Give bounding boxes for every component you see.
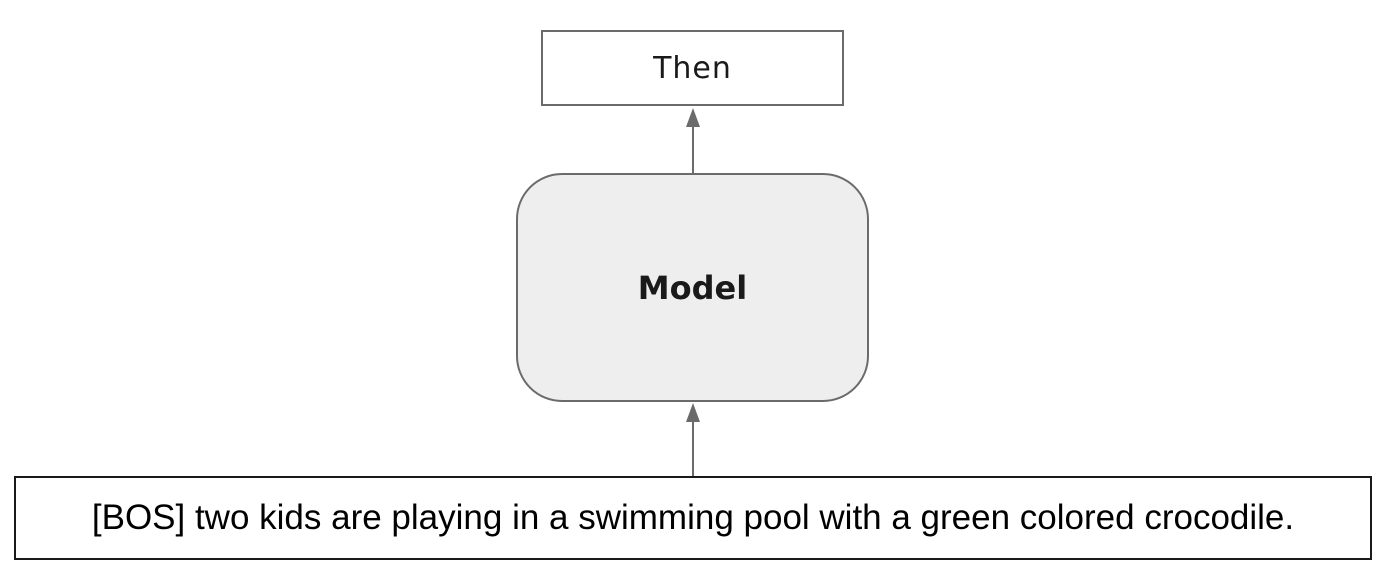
model-label: Model xyxy=(637,268,748,307)
input-sequence-text: [BOS] two kids are playing in a swimming… xyxy=(91,498,1295,537)
output-token-label: Then xyxy=(653,50,732,86)
arrow-input-to-model xyxy=(686,403,700,476)
arrow-model-to-output xyxy=(686,108,700,173)
model-box: Model xyxy=(516,173,869,402)
output-token-box: Then xyxy=(541,30,844,106)
input-sequence-box: [BOS] two kids are playing in a swimming… xyxy=(14,476,1372,560)
